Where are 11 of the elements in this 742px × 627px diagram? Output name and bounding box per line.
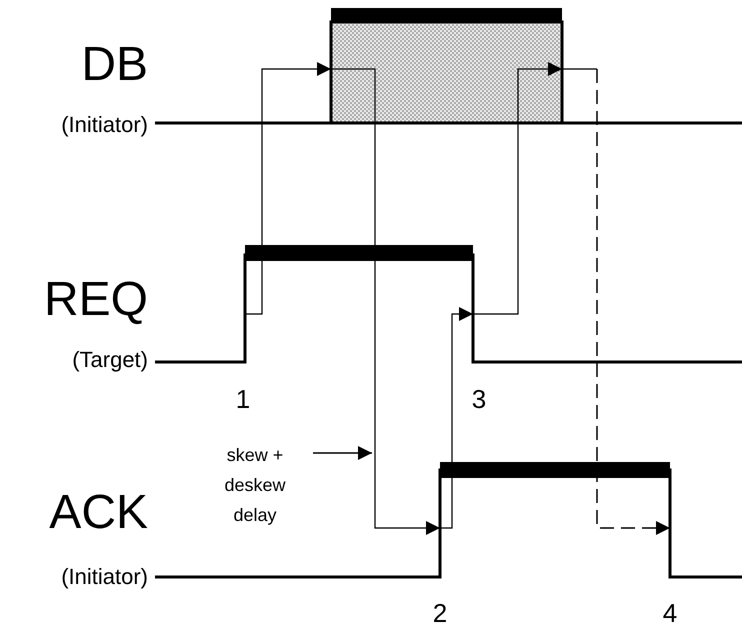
signal-name: ACK — [49, 489, 148, 537]
signal-role: (Initiator) — [61, 566, 148, 588]
event-number: 4 — [662, 600, 678, 626]
event-number: 1 — [236, 386, 250, 412]
note-text: skew + deskew delay — [223, 444, 287, 527]
signal-role: (Target) — [72, 349, 148, 371]
signal-role: (Initiator) — [61, 114, 148, 136]
event-number: 2 — [432, 600, 448, 626]
event-number: 3 — [472, 386, 486, 412]
signal-name: DB — [81, 41, 148, 89]
signal-name: REQ — [44, 276, 148, 324]
